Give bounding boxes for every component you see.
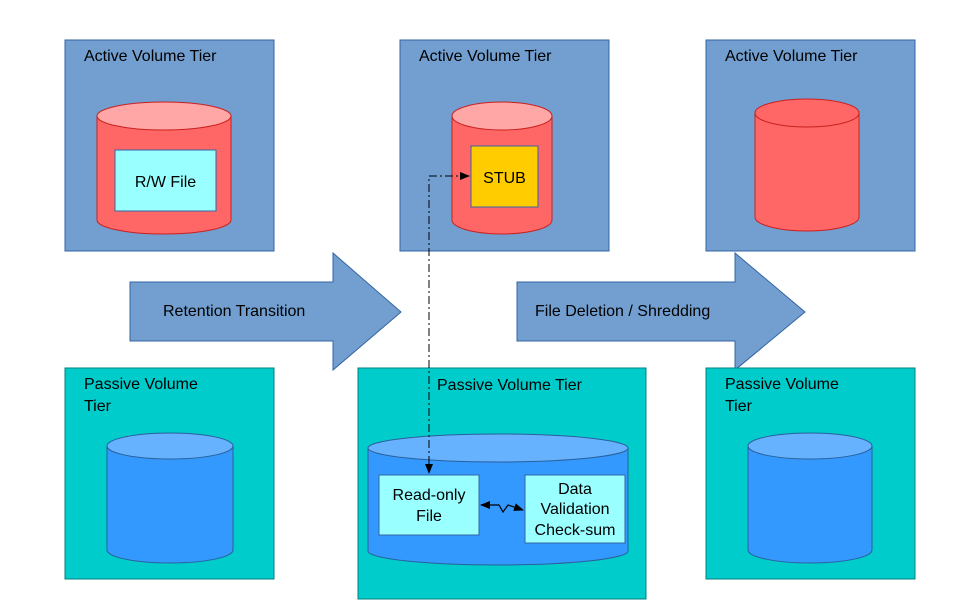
file-deletion-label: File Deletion / Shredding: [535, 303, 710, 320]
stub-link-connector: [425, 172, 470, 474]
retention-transition-label: Retention Transition: [163, 303, 305, 320]
checksum-label-line-3: Check-sum: [535, 522, 616, 539]
active-tier-1: Active Volume Tier R/W File: [64, 39, 275, 252]
passive-tier-3-cylinder: [747, 432, 873, 564]
rw-file-box: [114, 149, 217, 212]
file-checksum-connector: [480, 501, 524, 514]
active-tier-3-cylinder: [754, 98, 860, 232]
checksum-label-line-1: Data: [558, 481, 592, 498]
passive-tier-1: Passive Volume Tier: [64, 367, 275, 580]
passive-tier-1-label-line-2: Tier: [84, 398, 112, 415]
active-tier-1-label: Active Volume Tier: [84, 48, 217, 65]
checksum-box: [524, 474, 626, 544]
retention-transition-arrow: Retention Transition: [129, 251, 402, 372]
passive-tier-3: Passive Volume Tier: [705, 367, 916, 580]
stub-box: [470, 145, 539, 208]
passive-tier-2-label: Passive Volume Tier: [437, 377, 583, 394]
checksum-label-line-2: Validation: [540, 501, 609, 518]
read-only-file-box: [378, 474, 480, 536]
stub-label: STUB: [483, 170, 526, 187]
passive-tier-2: Passive Volume Tier Read-only File Data …: [357, 367, 647, 600]
passive-tier-1-label-line-1: Passive Volume: [84, 376, 198, 393]
active-tier-3: Active Volume Tier: [705, 39, 916, 252]
active-tier-3-label: Active Volume Tier: [725, 48, 858, 65]
rw-file-label: R/W File: [135, 174, 196, 191]
file-deletion-arrow: File Deletion / Shredding: [516, 251, 806, 372]
passive-tier-1-cylinder: [106, 432, 234, 564]
active-tier-2: Active Volume Tier STUB: [399, 39, 610, 252]
passive-tier-3-label-line-2: Tier: [725, 398, 753, 415]
read-only-file-label-line-2: File: [416, 508, 442, 525]
read-only-file-label-line-1: Read-only: [393, 487, 466, 504]
active-tier-2-label: Active Volume Tier: [419, 48, 552, 65]
passive-tier-3-label-line-1: Passive Volume: [725, 376, 839, 393]
